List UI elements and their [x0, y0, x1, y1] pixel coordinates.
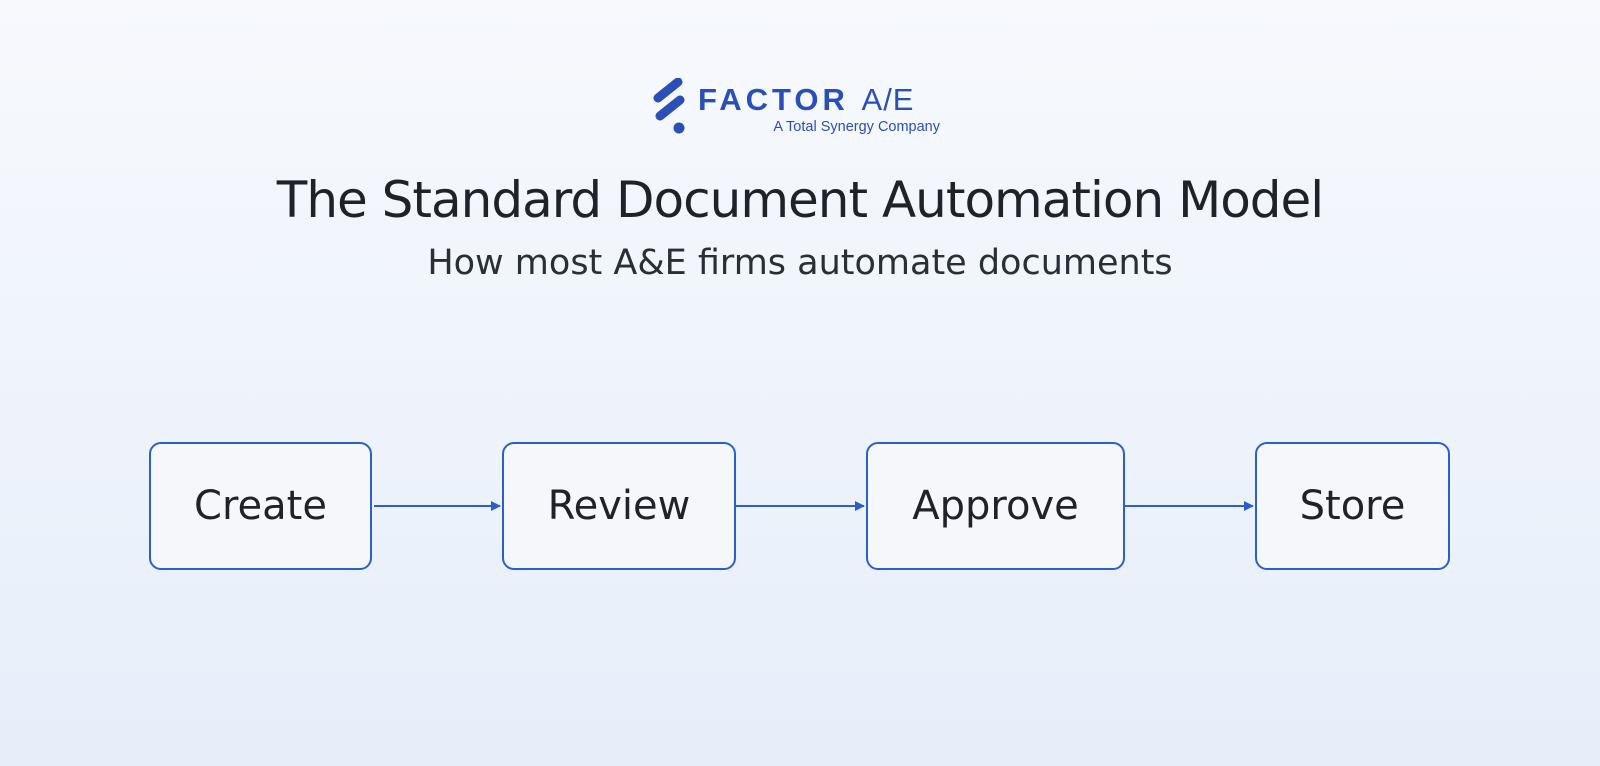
step-store: Store — [1255, 442, 1450, 570]
step-review: Review — [502, 442, 736, 570]
brand-tagline: A Total Synergy Company — [773, 119, 940, 135]
page-title: The Standard Document Automation Model — [276, 171, 1324, 229]
page-subtitle: How most A&E firms automate documents — [427, 243, 1173, 283]
brand-wordmark: FACTOR A/E — [698, 82, 914, 118]
brand-suffix: A/E — [861, 82, 915, 117]
brand-logo: FACTOR A/E A Total Synergy Company — [650, 78, 940, 138]
step-create: Create — [149, 442, 372, 570]
brand-name: FACTOR — [698, 82, 849, 117]
step-approve: Approve — [866, 442, 1125, 570]
factor-logo-icon — [653, 78, 685, 134]
